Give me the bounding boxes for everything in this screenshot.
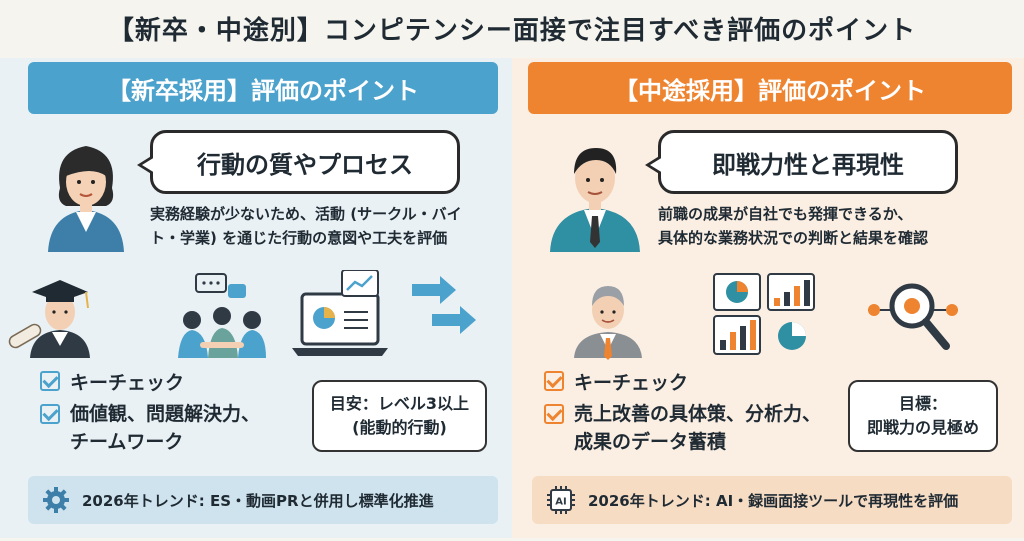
new-grad-icon-row: [0, 269, 512, 360]
ai-chip-label: AI: [555, 497, 566, 508]
mid-career-check-title: キーチェック: [574, 371, 689, 394]
senior-businessman-icon: [574, 286, 642, 360]
magnifier-analysis-icon: [868, 283, 958, 350]
mid-career-trend-text: 2026年トレンド: AI・録画面接ツールで再現性を評価: [588, 491, 959, 510]
graduate-icon: [8, 280, 90, 358]
mid-career-goal-line2: 即戦力の見極め: [866, 418, 979, 437]
mid-career-check-title-row: キーチェック: [544, 368, 844, 394]
mid-career-header: 【中途採用】評価のポイント: [528, 62, 1012, 114]
team-discussion-icon: [178, 273, 266, 358]
laptop-analytics-icon: [292, 269, 388, 356]
mid-career-description: 前職の成果が自社でも発揮できるか、 具体的な業務状況での判断と結果を確認: [658, 202, 1008, 250]
new-grad-key-checks: キーチェック 価値観、問題解決力、 チームワーク: [40, 368, 300, 456]
mid-career-goal-line1: 目標：: [898, 394, 947, 413]
mid-career-key-checks: キーチェック 売上改善の具体策、分析力、 成果のデータ蓄積: [544, 368, 844, 456]
bubble-tail-fill: [142, 157, 155, 173]
new-grad-check-line2: チームワーク: [70, 431, 184, 453]
new-grad-check-title-row: キーチェック: [40, 368, 300, 394]
mid-career-trend-bar: AI 2026年トレンド: AI・録画面接ツールで再現性を評価: [532, 476, 1012, 524]
mid-career-speech-bubble: 即戦力性と再現性: [645, 130, 958, 194]
new-grad-speech-bubble: 行動の質やプロセス: [137, 130, 460, 194]
mid-career-check-item: 売上改善の具体策、分析力、 成果のデータ蓄積: [544, 400, 844, 456]
student-avatar-icon: [36, 132, 136, 256]
mid-career-desc-line2: 具体的な業務状況での判断と結果を確認: [658, 229, 929, 247]
mid-career-goal-box: 目標： 即戦力の見極め: [848, 380, 998, 452]
ai-chip-icon: AI: [546, 485, 576, 515]
bubble-tail-fill: [650, 157, 663, 173]
checkbox-icon: [40, 404, 60, 424]
businessman-avatar-icon: [540, 132, 650, 256]
new-grad-description: 実務経験が少ないため、活動 (サークル・バイ ト・学業) を通じた行動の意図や工…: [150, 202, 500, 250]
page-title: 【新卒・中途別】コンピテンシー面接で注目すべき評価のポイント: [107, 15, 917, 46]
gear-icon: [42, 486, 70, 514]
mid-career-check-text: 売上改善の具体策、分析力、 成果のデータ蓄積: [574, 400, 821, 456]
checkbox-icon: [40, 371, 60, 391]
mid-career-panel: 【中途採用】評価のポイント 即戦力性と再現性 前職の成果が自社でも発揮できるか、…: [512, 58, 1024, 538]
checkbox-icon: [544, 404, 564, 424]
new-grad-trend-text: 2026年トレンド: ES・動画PRと併用し標準化推進: [82, 491, 434, 510]
new-grad-panel: 【新卒採用】評価のポイント 行動の質やプロセス 実務経験が少ないため、活動 (サ…: [0, 58, 512, 538]
new-grad-goal-box: 目安：レベル3以上 (能動的行動): [312, 380, 487, 452]
new-grad-check-text: 価値観、問題解決力、 チームワーク: [70, 400, 260, 456]
mid-career-check-line2: 成果のデータ蓄積: [574, 431, 727, 453]
new-grad-check-title: キーチェック: [70, 371, 185, 394]
mid-career-check-line1: 売上改善の具体策、分析力、: [574, 403, 822, 425]
business-charts-icon: [713, 273, 815, 355]
mid-career-desc-line1: 前職の成果が自社でも発揮できるか、: [658, 205, 913, 223]
mid-career-icon-row: [512, 270, 1024, 360]
mid-career-bubble-text: 即戦力性と再現性: [712, 150, 904, 179]
arrow-right-icon: [412, 276, 476, 334]
new-grad-trend-bar: 2026年トレンド: ES・動画PRと併用し標準化推進: [28, 476, 498, 524]
new-grad-check-line1: 価値観、問題解決力、: [70, 403, 261, 425]
new-grad-goal-line1: 目安：レベル3以上: [329, 394, 470, 413]
new-grad-header: 【新卒採用】評価のポイント: [28, 62, 498, 114]
new-grad-check-item: 価値観、問題解決力、 チームワーク: [40, 400, 300, 456]
new-grad-goal-line2: (能動的行動): [352, 418, 447, 437]
new-grad-bubble-text: 行動の質やプロセス: [197, 150, 413, 179]
new-grad-desc-line2: ト・学業) を通じた行動の意図や工夫を評価: [150, 229, 448, 247]
new-grad-desc-line1: 実務経験が少ないため、活動 (サークル・バイ: [150, 205, 462, 223]
checkbox-icon: [544, 371, 564, 391]
